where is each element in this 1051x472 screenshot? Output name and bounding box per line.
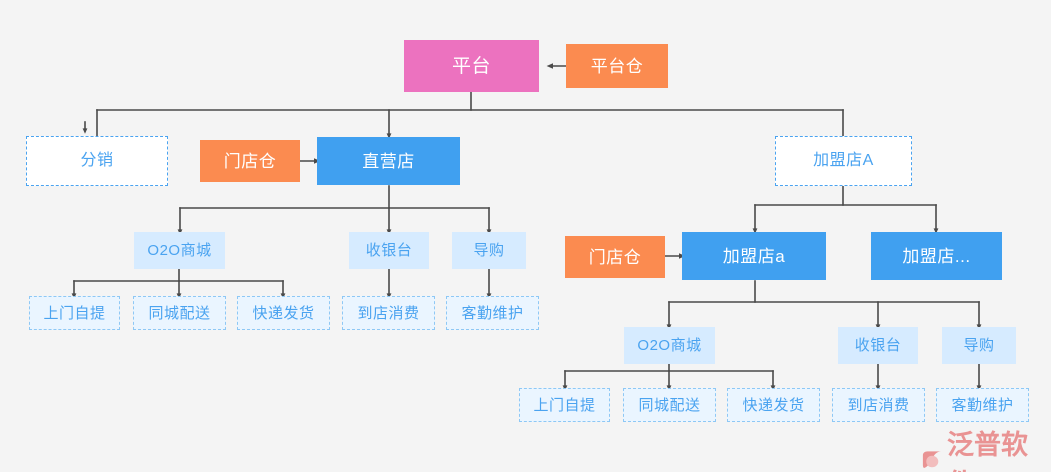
leaf-left-2-label: 快递发货 [252, 304, 315, 322]
node-right-o2o-mall-label: O2O商城 [637, 337, 702, 354]
node-franchise-store-a-upper-label: 加盟店A [813, 152, 874, 169]
node-platform[interactable]: 平台 [404, 40, 539, 92]
node-right-o2o-mall[interactable]: O2O商城 [624, 327, 715, 364]
leaf-left-0[interactable]: 上门自提 [29, 296, 120, 330]
node-store-warehouse-right-label: 门店仓 [588, 247, 642, 267]
node-right-cashier-label: 收银台 [854, 337, 902, 354]
leaf-left-4-label: 客勤维护 [461, 304, 524, 322]
leaf-right-3[interactable]: 到店消费 [832, 388, 925, 422]
watermark-brand-label: 泛普软件 [947, 430, 1029, 472]
node-platform-warehouse[interactable]: 平台仓 [566, 44, 668, 88]
node-distribution[interactable]: 分销 [26, 136, 168, 186]
node-right-guide-label: 导购 [963, 337, 995, 354]
leaf-right-4[interactable]: 客勤维护 [936, 388, 1029, 422]
node-store-warehouse-left[interactable]: 门店仓 [200, 140, 300, 182]
node-platform-warehouse-label: 平台仓 [590, 56, 644, 76]
leaf-left-0-label: 上门自提 [43, 304, 106, 322]
leaf-left-3[interactable]: 到店消费 [342, 296, 435, 330]
leaf-right-3-label: 到店消费 [847, 396, 910, 414]
node-distribution-label: 分销 [80, 152, 114, 169]
node-left-guide[interactable]: 导购 [452, 232, 526, 269]
node-left-cashier-label: 收银台 [365, 242, 413, 259]
leaf-left-2[interactable]: 快递发货 [237, 296, 330, 330]
leaf-left-1-label: 同城配送 [148, 304, 211, 322]
node-direct-store-label: 直营店 [362, 151, 415, 171]
watermark-brand-row: 泛普软件 [920, 423, 1051, 472]
leaf-right-2[interactable]: 快递发货 [727, 388, 820, 422]
leaf-left-3-label: 到店消费 [357, 304, 420, 322]
node-direct-store[interactable]: 直营店 [317, 137, 460, 185]
node-franchise-store-more[interactable]: 加盟店... [871, 232, 1002, 280]
watermark: 泛普软件 www.fanpusoft.com [920, 423, 1051, 472]
node-store-warehouse-left-label: 门店仓 [223, 151, 277, 171]
node-left-o2o-mall-label: O2O商城 [147, 242, 212, 259]
node-left-guide-label: 导购 [473, 242, 505, 259]
node-store-warehouse-right[interactable]: 门店仓 [565, 236, 665, 278]
node-franchise-store-a-upper[interactable]: 加盟店A [775, 136, 912, 186]
leaf-right-0-label: 上门自提 [533, 396, 596, 414]
leaf-right-0[interactable]: 上门自提 [519, 388, 610, 422]
leaf-right-2-label: 快递发货 [742, 396, 805, 414]
fanpu-logo-icon [922, 451, 942, 468]
node-left-o2o-mall[interactable]: O2O商城 [134, 232, 225, 269]
node-franchise-store-a[interactable]: 加盟店a [682, 232, 826, 280]
node-left-cashier[interactable]: 收银台 [349, 232, 429, 269]
node-franchise-store-more-label: 加盟店... [902, 246, 971, 266]
leaf-left-4[interactable]: 客勤维护 [446, 296, 539, 330]
leaf-left-1[interactable]: 同城配送 [133, 296, 226, 330]
leaf-right-1[interactable]: 同城配送 [623, 388, 716, 422]
leaf-right-4-label: 客勤维护 [951, 396, 1014, 414]
node-platform-label: 平台 [451, 55, 491, 77]
node-right-guide[interactable]: 导购 [942, 327, 1016, 364]
node-franchise-store-a-label: 加盟店a [722, 246, 786, 266]
leaf-right-1-label: 同城配送 [638, 396, 701, 414]
node-right-cashier[interactable]: 收银台 [838, 327, 918, 364]
